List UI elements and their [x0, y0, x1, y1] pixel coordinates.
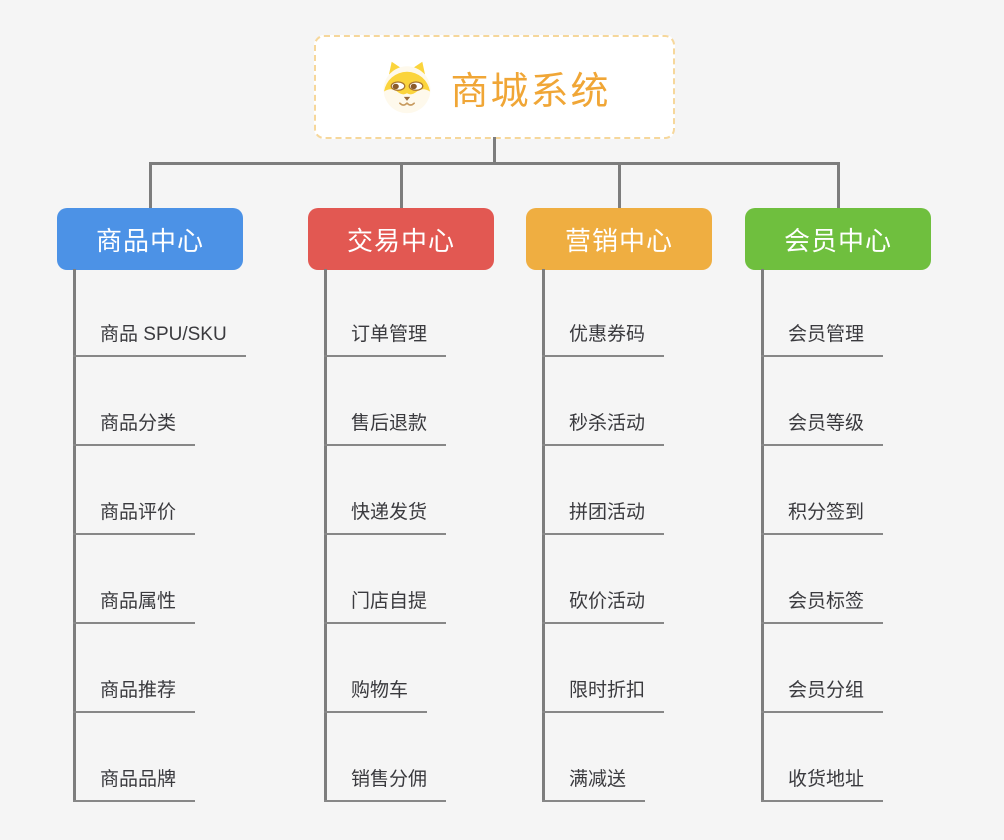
branch-node-2[interactable]: 交易中心 — [308, 208, 494, 270]
leaf-node[interactable]: 收货地址 — [761, 766, 884, 802]
leaf-node[interactable]: 砍价活动 — [542, 588, 665, 624]
branch-spine-line — [73, 269, 76, 802]
branch-connector-line — [148, 162, 152, 209]
leaf-node[interactable]: 商品属性 — [73, 588, 196, 624]
leaf-node[interactable]: 订单管理 — [324, 321, 447, 357]
leaf-node[interactable]: 商品品牌 — [73, 766, 196, 802]
leaf-node[interactable]: 售后退款 — [324, 410, 447, 446]
branch-node-4[interactable]: 会员中心 — [745, 208, 931, 270]
leaf-node[interactable]: 销售分佣 — [324, 766, 447, 802]
branch-spine-line — [542, 269, 545, 802]
branch-spine-line — [324, 269, 327, 802]
leaf-node[interactable]: 拼团活动 — [542, 499, 665, 535]
leaf-node[interactable]: 快递发货 — [324, 499, 447, 535]
leaf-node[interactable]: 门店自提 — [324, 588, 447, 624]
leaf-node[interactable]: 会员标签 — [761, 588, 884, 624]
leaf-node[interactable]: 积分签到 — [761, 499, 884, 535]
leaf-node[interactable]: 会员等级 — [761, 410, 884, 446]
branch-spine-line — [761, 269, 764, 802]
branch-connector-line — [399, 162, 403, 209]
leaf-node[interactable]: 商品分类 — [73, 410, 196, 446]
branch-connector-line — [617, 162, 621, 209]
leaf-node[interactable]: 限时折扣 — [542, 677, 665, 713]
leaf-node[interactable]: 优惠券码 — [542, 321, 665, 357]
leaf-node[interactable]: 商品 SPU/SKU — [73, 321, 246, 357]
leaf-node[interactable]: 会员管理 — [761, 321, 884, 357]
branch-connector-line — [836, 162, 840, 209]
root-connector-line — [493, 137, 496, 164]
leaf-node[interactable]: 商品推荐 — [73, 677, 196, 713]
leaf-node[interactable]: 秒杀活动 — [542, 410, 665, 446]
branch-rail-line — [149, 162, 839, 165]
branch-node-3[interactable]: 营销中心 — [526, 208, 712, 270]
leaf-node[interactable]: 满减送 — [542, 766, 646, 802]
dog-face-icon — [378, 60, 436, 114]
root-node[interactable]: 商城系统 — [314, 35, 675, 139]
branch-node-1[interactable]: 商品中心 — [57, 208, 243, 270]
leaf-node[interactable]: 商品评价 — [73, 499, 196, 535]
leaf-node[interactable]: 会员分组 — [761, 677, 884, 713]
leaf-node[interactable]: 购物车 — [324, 677, 428, 713]
root-title: 商城系统 — [450, 70, 611, 113]
